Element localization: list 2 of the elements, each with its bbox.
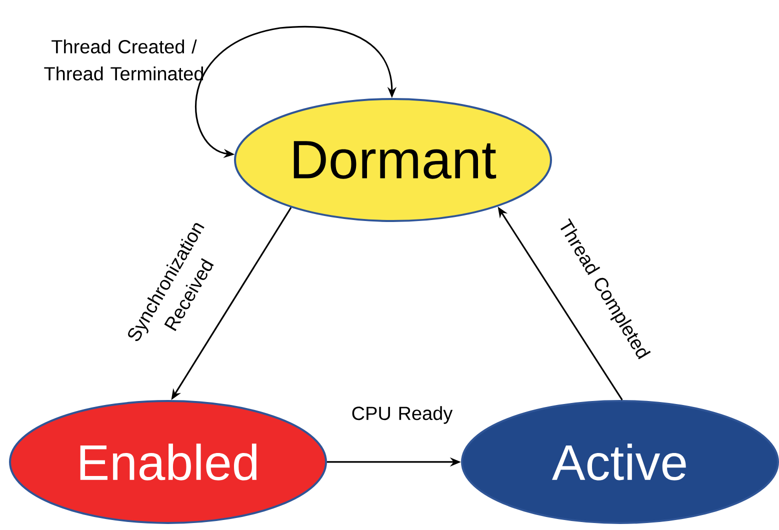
edge-label: Thread Created / Thread Terminated xyxy=(44,40,204,80)
edge-label: CPU Ready xyxy=(352,406,453,424)
